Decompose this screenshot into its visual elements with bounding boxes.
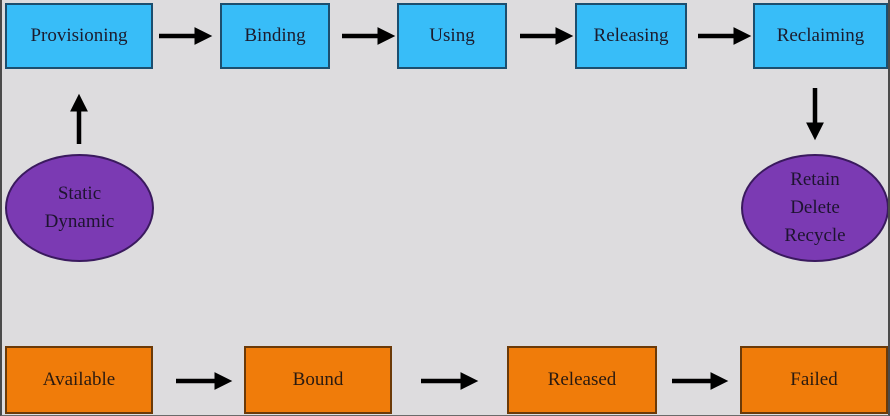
reclaim-policies-ellipse: Retain Delete Recycle [741,154,888,262]
state-released: Released [507,346,657,414]
type-static: Static [57,183,102,204]
type-dynamic: Dynamic [44,211,115,232]
state-failed: Failed [740,346,888,414]
state-available: Available [5,346,153,414]
policy-recycle: Recycle [784,225,846,246]
phase-using: Using [397,3,507,69]
policy-delete: Delete [790,197,840,218]
phase-provisioning: Provisioning [5,3,153,69]
policy-retain: Retain [790,169,840,190]
provisioning-types-ellipse: Static Dynamic [5,154,154,262]
phase-binding: Binding [220,3,330,69]
state-bound: Bound [244,346,392,414]
phase-reclaiming: Reclaiming [753,3,888,69]
phase-releasing: Releasing [575,3,687,69]
